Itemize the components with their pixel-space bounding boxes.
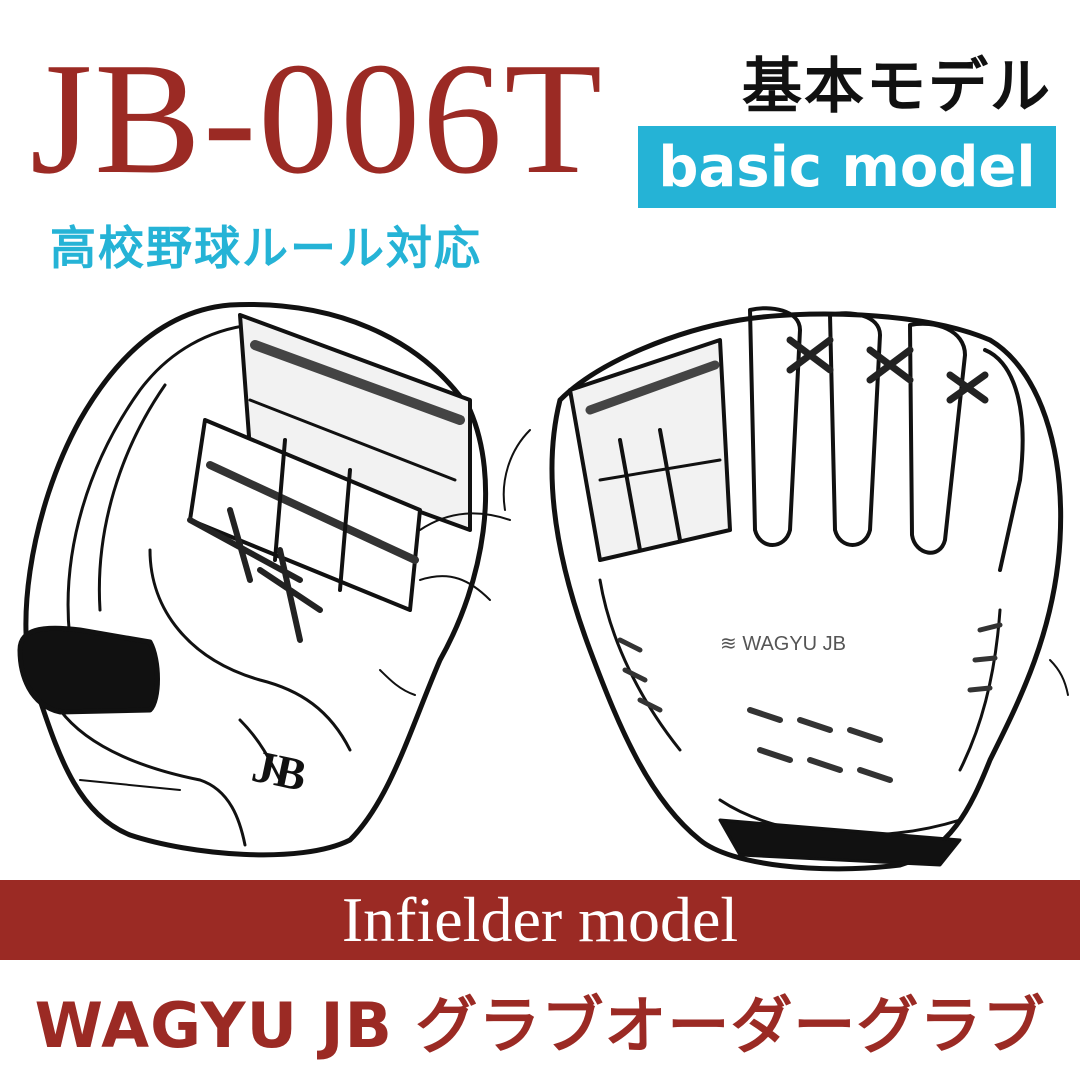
svg-text:JB: JB [248, 740, 311, 801]
svg-text:≋ WAGYU JB: ≋ WAGYU JB [720, 633, 846, 655]
rule-note: 高校野球ルール対応 [50, 221, 482, 275]
glove-palm-icon: ≋ WAGYU JB [502, 306, 1069, 872]
infielder-model-banner: Infielder model [0, 880, 1080, 960]
model-kind-label: 基本モデル [742, 52, 1052, 122]
basic-model-badge: basic model [638, 126, 1056, 208]
glove-back-icon: JB [17, 302, 511, 858]
model-code-title: JB-006T [30, 29, 604, 207]
brand-line: WAGYU JB グラブオーダーグラブ [34, 989, 1046, 1062]
glove-illustration: JB ≋ WAGYU JB [17, 302, 1069, 872]
